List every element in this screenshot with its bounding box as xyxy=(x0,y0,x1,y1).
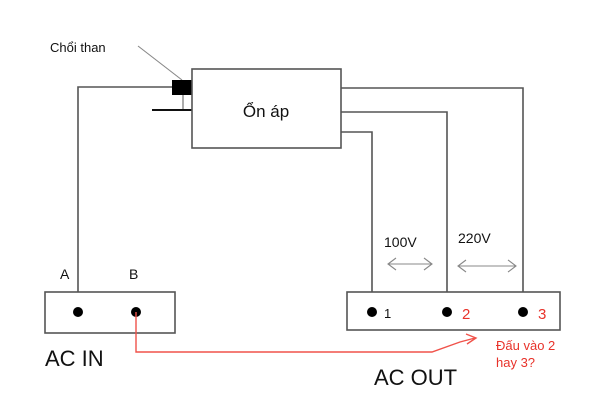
voltage-label-220v: 220V xyxy=(458,230,491,246)
regulator-box xyxy=(191,68,342,149)
brush-pointer-line xyxy=(137,45,183,81)
terminal-2-label: 2 xyxy=(462,306,470,323)
terminal-2 xyxy=(442,307,452,317)
question-arrowhead xyxy=(465,333,478,345)
terminal-a-label: A xyxy=(60,266,70,282)
ac-out-box xyxy=(346,291,561,331)
terminal-1-label: 1 xyxy=(384,306,391,321)
question-line-2: hay 3? xyxy=(496,355,535,370)
terminal-b-label: B xyxy=(129,266,138,282)
regulator-label: Ổn áp xyxy=(243,102,289,121)
ac-in-label: AC IN xyxy=(45,346,104,371)
terminal-3-label: 3 xyxy=(538,306,546,323)
wire-a-to-brush xyxy=(77,86,172,312)
terminal-3 xyxy=(518,307,528,317)
terminal-a xyxy=(73,307,83,317)
question-line-1: Đấu vào 2 xyxy=(496,338,555,353)
brush-block xyxy=(172,80,192,95)
voltage-label-100v: 100V xyxy=(384,234,417,250)
brush-label: Chổi than xyxy=(50,40,106,55)
question-wire xyxy=(135,312,476,353)
wire-out-1 xyxy=(341,131,373,312)
wire-out-3 xyxy=(341,87,524,312)
ac-in-box xyxy=(44,291,176,334)
terminal-1 xyxy=(367,307,377,317)
ac-out-label: AC OUT xyxy=(374,365,457,390)
arrow-220v xyxy=(457,259,517,273)
wire-out-2 xyxy=(341,111,448,312)
arrow-100v xyxy=(387,257,433,271)
